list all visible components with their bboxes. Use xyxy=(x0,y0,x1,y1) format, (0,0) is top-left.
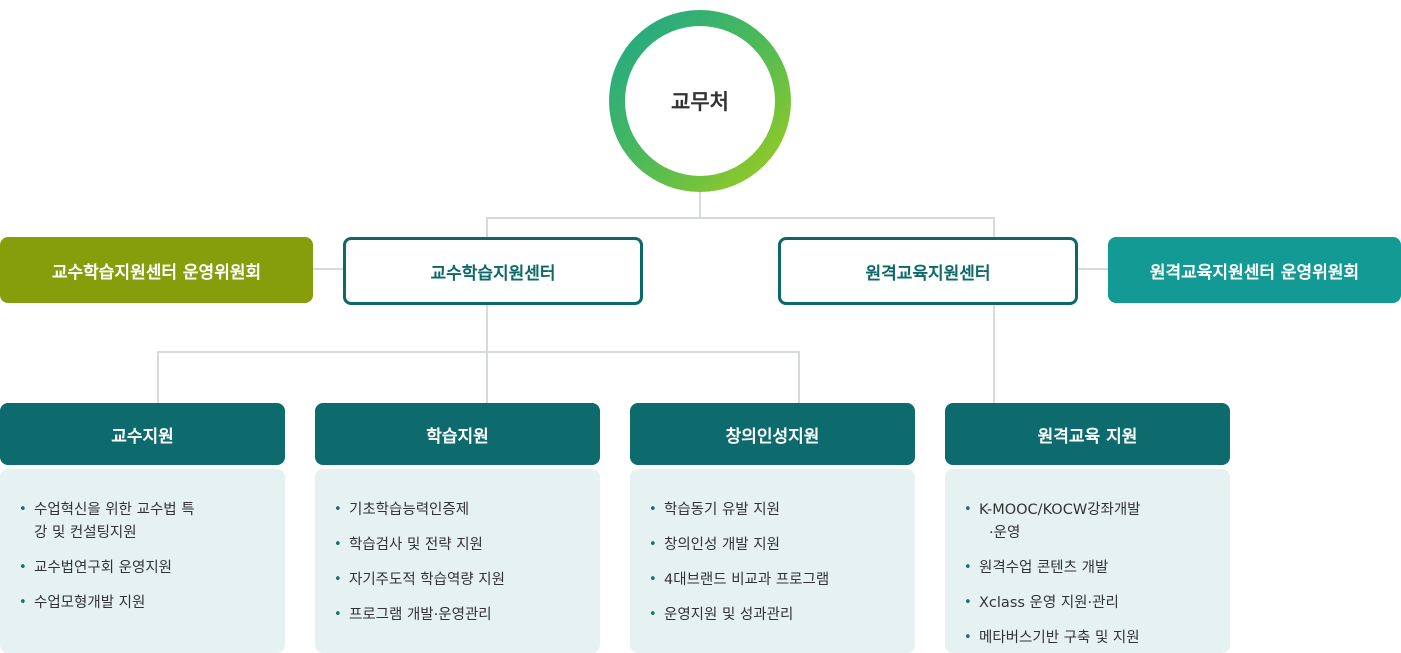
center-remote-education: 원격교육지원센터 xyxy=(778,237,1078,305)
list-item-line: 강 및 컨설팅지원 xyxy=(34,525,137,541)
list-item: 학습검사 및 전략 지원 xyxy=(333,533,582,557)
list-item-line: 교수법연구회 운영지원 xyxy=(34,560,173,576)
list-item: 자기주도적 학습역량 지원 xyxy=(333,568,582,592)
list-item-line: 기초학습능력인증제 xyxy=(349,502,470,518)
root-node: 교무처 xyxy=(609,10,791,192)
list-item: K-MOOC/KOCW강좌개발 ·운영 xyxy=(963,498,1212,545)
list-item-line: 메타버스기반 구축 및 지원 xyxy=(979,630,1140,646)
connector-right-center-down xyxy=(993,301,995,403)
list-item: 메타버스기반 구축 및 지원 xyxy=(963,626,1212,650)
list-item-line: 학습검사 및 전략 지원 xyxy=(349,537,483,553)
list-item-line: 운영지원 및 성과관리 xyxy=(664,607,794,623)
list-item-line: K-MOOC/KOCW강좌개발 xyxy=(979,502,1141,518)
list-item: 원격수업 콘텐츠 개발 xyxy=(963,556,1212,580)
connector-right-committee xyxy=(1076,268,1108,270)
committee-remote-education: 원격교육지원센터 운영위원회 xyxy=(1108,237,1401,303)
list-item-line: Xclass 운영 지원·관리 xyxy=(979,595,1119,611)
committee-teaching-learning: 교수학습지원센터 운영위원회 xyxy=(0,237,313,303)
list-item: 창의인성 개발 지원 xyxy=(648,533,897,557)
list-item-line: 창의인성 개발 지원 xyxy=(664,537,780,553)
list-item: 수업혁신을 위한 교수법 특 강 및 컨설팅지원 xyxy=(18,498,267,545)
dept-1-list: 수업혁신을 위한 교수법 특 강 및 컨설팅지원 교수법연구회 운영지원 수업모… xyxy=(0,469,285,653)
list-item: 수업모형개발 지원 xyxy=(18,591,267,615)
dept-3-title: 창의인성지원 xyxy=(630,403,915,465)
root-label: 교무처 xyxy=(625,26,775,176)
list-item: 4대브랜드 비교과 프로그램 xyxy=(648,568,897,592)
list-item: 프로그램 개발·운영관리 xyxy=(333,603,582,627)
dept-1-title: 교수지원 xyxy=(0,403,285,465)
connector-root-stem xyxy=(699,191,701,218)
list-item-line: 수업모형개발 지원 xyxy=(34,595,146,611)
dept-4-title: 원격교육 지원 xyxy=(945,403,1230,465)
connector-top-horizontal xyxy=(486,217,995,219)
dept-4-list: K-MOOC/KOCW강좌개발 ·운영 원격수업 콘텐츠 개발 Xclass 운… xyxy=(945,469,1230,653)
list-item-line: 수업혁신을 위한 교수법 특 xyxy=(34,502,195,518)
list-item-line: ·운영 xyxy=(989,525,1021,541)
list-item: 기초학습능력인증제 xyxy=(333,498,582,522)
connector-to-right-center xyxy=(993,217,995,238)
connector-to-left-center xyxy=(486,217,488,238)
connector-to-dept-1 xyxy=(157,351,159,403)
dept-2-title: 학습지원 xyxy=(315,403,600,465)
connector-left-committee xyxy=(313,268,344,270)
list-item: 학습동기 유발 지원 xyxy=(648,498,897,522)
dept-2-list: 기초학습능력인증제 학습검사 및 전략 지원 자기주도적 학습역량 지원 프로그… xyxy=(315,469,600,653)
list-item-line: 원격수업 콘텐츠 개발 xyxy=(979,560,1109,576)
list-item-line: 프로그램 개발·운영관리 xyxy=(349,607,492,623)
connector-dept-horizontal xyxy=(157,351,800,353)
list-item: Xclass 운영 지원·관리 xyxy=(963,591,1212,615)
connector-to-dept-3 xyxy=(798,351,800,403)
dept-3-list: 학습동기 유발 지원 창의인성 개발 지원 4대브랜드 비교과 프로그램 운영지… xyxy=(630,469,915,653)
list-item-line: 4대브랜드 비교과 프로그램 xyxy=(664,572,830,588)
list-item: 운영지원 및 성과관리 xyxy=(648,603,897,627)
center-teaching-learning: 교수학습지원센터 xyxy=(343,237,643,305)
list-item-line: 자기주도적 학습역량 지원 xyxy=(349,572,505,588)
list-item: 교수법연구회 운영지원 xyxy=(18,556,267,580)
list-item-line: 학습동기 유발 지원 xyxy=(664,502,780,518)
